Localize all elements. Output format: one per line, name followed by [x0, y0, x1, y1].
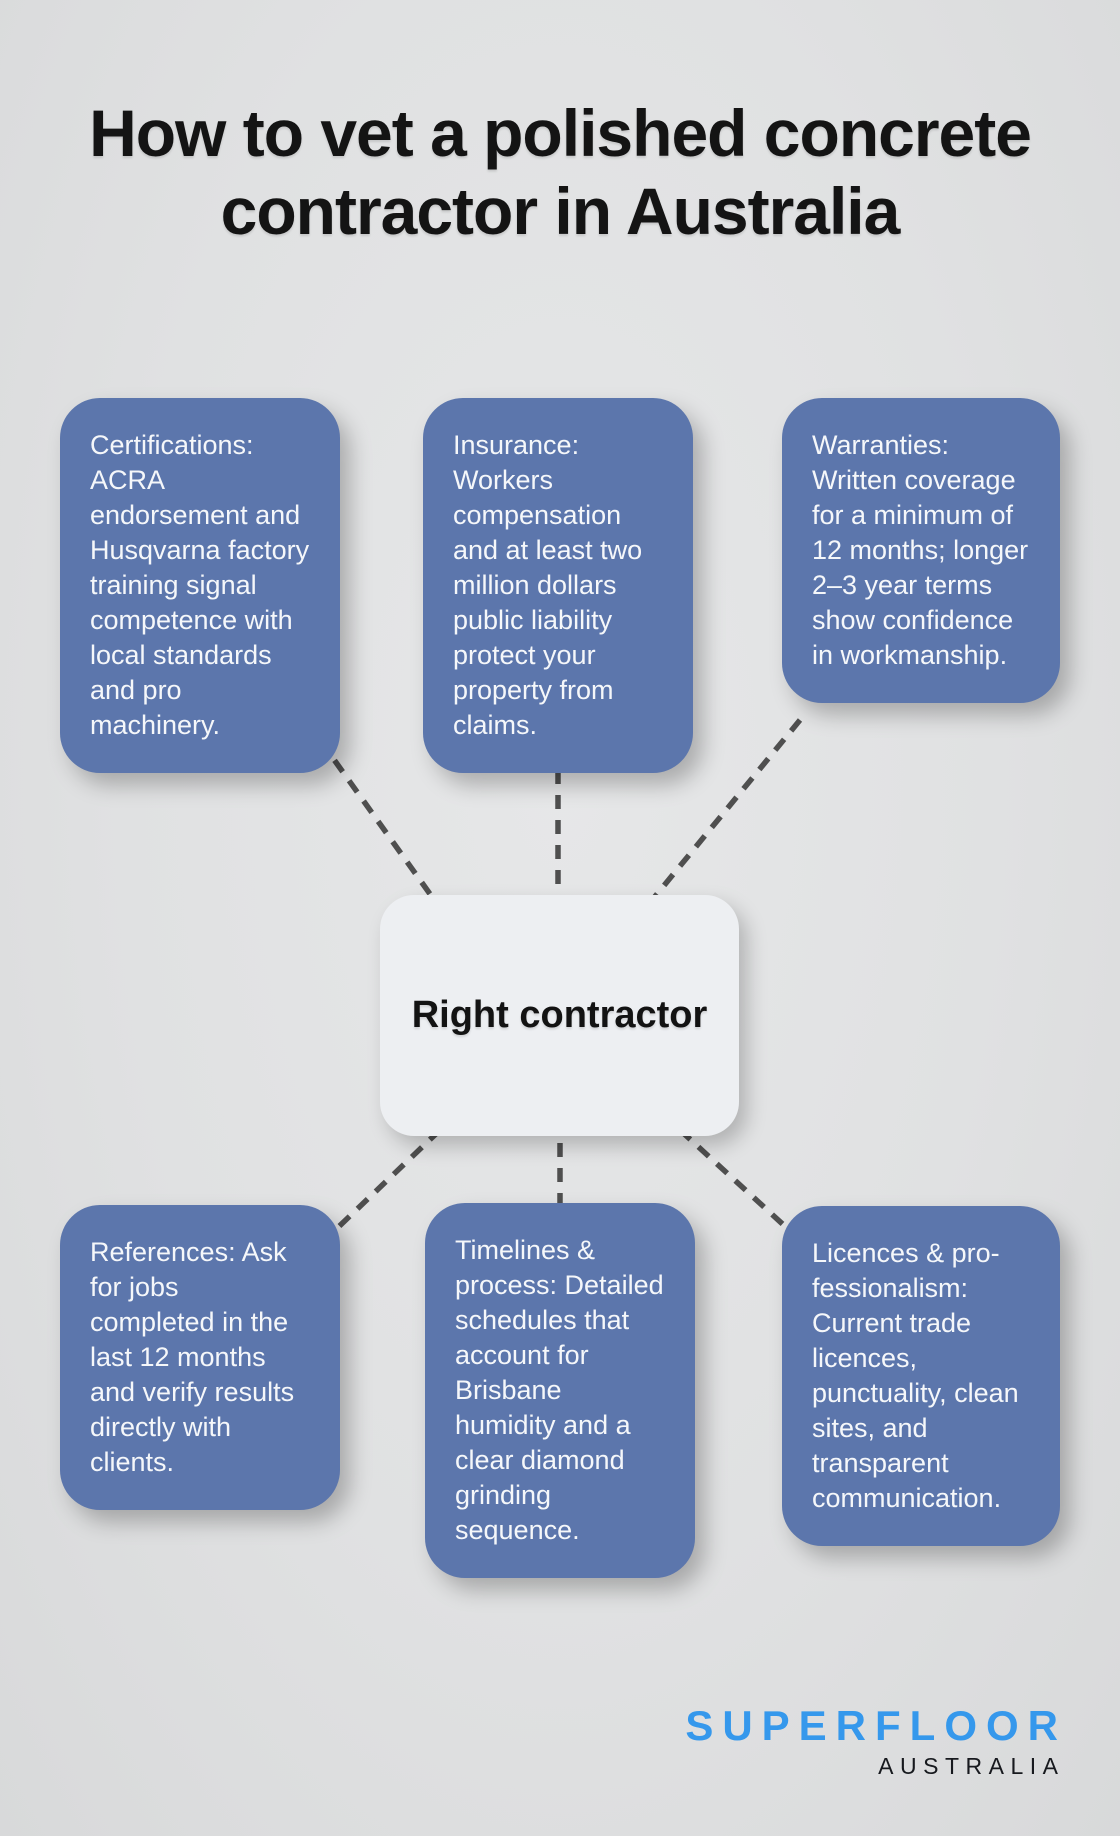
center-node: Right contractor	[380, 895, 739, 1136]
center-node-label: Right contractor	[411, 994, 708, 1036]
node-licences: Licences & pro-fessionalism: Current tra…	[782, 1206, 1060, 1546]
node-references: References: Ask for jobs completed in th…	[60, 1205, 340, 1510]
connector-certifications	[317, 738, 443, 910]
page-title: How to vet a polished concrete contracto…	[89, 96, 1032, 248]
logo-brand-text: SUPERFLOOR	[685, 1702, 1067, 1749]
node-certifications: Certifications: ACRA endorsement and Hus…	[60, 398, 340, 773]
logo-region-text: AUSTRALIA	[878, 1753, 1065, 1779]
node-timelines: Timelines & process: Detailed schedules …	[425, 1203, 695, 1578]
node-warranties: Warranties: Written coverage for a minim…	[782, 398, 1060, 703]
superfloor-logo: SUPERFLOOR AUSTRALIA	[685, 1702, 1058, 1780]
node-insurance: Insurance: Workers compensation and at l…	[423, 398, 693, 773]
connector-licences	[678, 1127, 802, 1243]
connector-references	[328, 1128, 442, 1237]
